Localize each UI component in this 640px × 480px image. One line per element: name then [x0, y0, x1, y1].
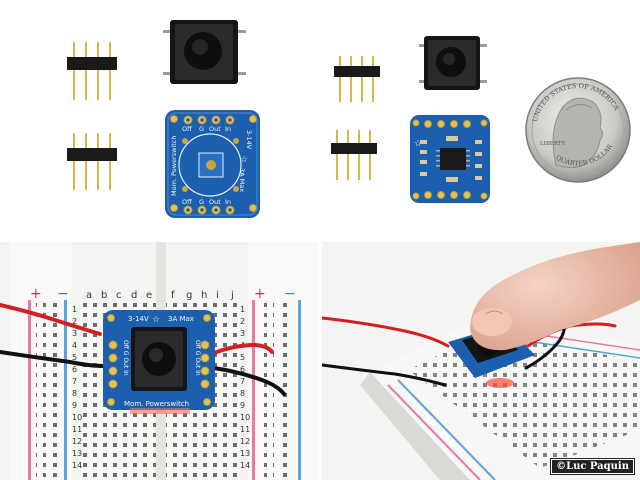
row-number: 11 [72, 425, 82, 434]
column-letter: e [146, 290, 152, 301]
column-letter: a [86, 290, 92, 301]
male-header-strip [67, 42, 117, 100]
pcb-label-off: Off [182, 125, 192, 133]
pcb-label-g: G [199, 125, 204, 133]
pcb-label-out: Out [209, 125, 221, 133]
row-number: 1 [240, 305, 245, 314]
pcb-current-label: 3A Max [238, 168, 246, 192]
finger [470, 242, 640, 351]
male-header-strip [331, 130, 377, 180]
powerswitch-pcb: 3-14V 3A Max Mom. Powerswitch Off G Out … [103, 310, 215, 414]
male-header-strip [67, 133, 117, 190]
rail-minus-label: − [57, 286, 69, 302]
tactile-button [163, 20, 246, 84]
row-number: 10 [72, 413, 82, 422]
row-number: 9 [72, 401, 77, 410]
row-number: 12 [240, 437, 250, 446]
row-number: 7 [72, 377, 77, 386]
rail-minus-label: − [284, 286, 296, 302]
column-letter: i [216, 290, 219, 301]
panel-bottom-right [320, 242, 640, 480]
pcb-label-in: In [225, 125, 231, 133]
tactile-button [419, 36, 487, 90]
row-number: 5 [72, 353, 77, 362]
pcb-voltage-label: 3-14V [128, 315, 149, 323]
pcb-title-label: Mom. Powerswitch [124, 400, 189, 408]
pcb-label-g: G [199, 198, 204, 206]
column-letter: j [230, 290, 234, 301]
pcb-title-label: Mom. Powerswitch [170, 136, 178, 196]
wires [0, 303, 286, 396]
row-number: 4 [72, 341, 77, 350]
row-number: 6 [72, 365, 77, 374]
row-number: 1 [72, 305, 77, 314]
row-number: 14 [72, 461, 82, 470]
rail-plus-label: + [254, 286, 266, 302]
row-number: 2 [72, 317, 77, 326]
row-number: 2 [240, 317, 245, 326]
row-number: 6 [240, 365, 245, 374]
row-number: 9 [240, 401, 245, 410]
powerswitch-pcb: Off G Out In Off G Out In 3-14V 3A Max M… [165, 110, 260, 218]
row-number: 11 [240, 425, 250, 434]
star-logo-icon: ☆ [152, 315, 160, 325]
powerswitch-pcb-back: ☆ [410, 115, 490, 203]
column-letter: d [131, 290, 137, 301]
coin-liberty-text: LIBERTY [540, 141, 566, 147]
star-logo-icon: ☆ [240, 155, 248, 165]
quarter-coin: UNITED STATES OF AMERICA QUARTER DOLLAR … [525, 77, 631, 183]
pcb-right-pins-label: Off G Out In [194, 340, 201, 376]
rail-plus-label: + [30, 286, 42, 302]
divider-horizontal [0, 238, 640, 242]
row-number: 8 [72, 389, 77, 398]
male-header-strip [334, 56, 380, 102]
star-logo-icon: ☆ [414, 139, 422, 149]
column-letter: g [186, 290, 192, 301]
row-number: 13 [72, 449, 82, 458]
column-letter: f [171, 290, 175, 301]
panel-top-left: Off G Out In Off G Out In 3-14V 3A Max M… [0, 0, 318, 238]
row-number: 8 [240, 389, 245, 398]
pcb-current-label: 3A Max [168, 315, 194, 323]
column-letter: h [201, 290, 207, 301]
column-letter: b [101, 290, 107, 301]
pcb-voltage-label: 3-14V [245, 130, 253, 150]
pcb-left-pins-label: Off G Out In [122, 340, 129, 376]
row-number: 5 [240, 353, 245, 362]
pcb-label-in: In [225, 198, 231, 206]
row-number: 3 [72, 329, 77, 338]
row-number: 13 [240, 449, 250, 458]
row-number: 10 [240, 413, 250, 422]
row-number: 7 [240, 377, 245, 386]
row-number: 14 [240, 461, 250, 470]
pcb-label-out: Out [209, 198, 221, 206]
panel-top-right: ☆ UNITED STATES OF AMERICA QUARTER DOLLA… [318, 0, 640, 238]
photo-credit: ©Luc Paquin [550, 458, 635, 475]
row-number: 12 [72, 437, 82, 446]
column-letter: c [116, 290, 122, 301]
row-number: 3 [240, 329, 245, 338]
pcb-label-off: Off [182, 198, 192, 206]
